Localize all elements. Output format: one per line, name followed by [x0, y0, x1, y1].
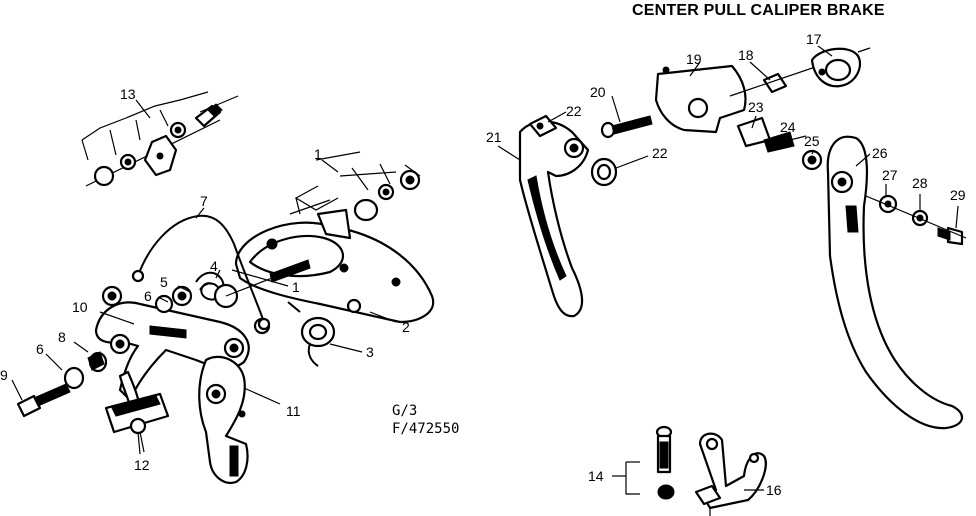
- part-7-straddle-wire: [131, 214, 271, 331]
- drawing-code-f: F/472550: [392, 421, 460, 437]
- callout-2: 2: [402, 319, 410, 335]
- callout-25: 25: [804, 133, 820, 149]
- callout-7: 7: [200, 193, 208, 209]
- part-14-bolt-nut: [625, 425, 675, 500]
- callout-6: 6: [144, 288, 152, 304]
- callout-28: 28: [912, 175, 928, 191]
- callout-18: 18: [738, 47, 754, 63]
- callout-22: 22: [652, 145, 668, 161]
- callout-29: 29: [950, 187, 966, 203]
- callout-5: 5: [160, 274, 168, 290]
- callout-12: 12: [134, 457, 150, 473]
- part-23-24-adjuster: [736, 116, 807, 153]
- drawing-code-g: G/3: [392, 403, 418, 419]
- callout-11: 11: [286, 403, 301, 419]
- callout-4: 4: [210, 258, 218, 274]
- part-16-cable-hanger: [694, 432, 767, 516]
- brake-bridge: [234, 208, 435, 324]
- part-20-bolt: [600, 115, 653, 139]
- part-12-brake-shoe: [104, 392, 170, 455]
- callout-14: 14: [588, 468, 604, 484]
- part-25-26-27-hardware: [865, 194, 967, 246]
- callout-22: 22: [566, 103, 582, 119]
- part-9-fixing-bolt: [16, 351, 108, 418]
- callout-24: 24: [780, 119, 796, 135]
- callout-13: 13: [120, 86, 136, 102]
- callout-21: 21: [486, 129, 502, 145]
- callout-19: 19: [686, 51, 702, 67]
- callout-23: 23: [748, 99, 764, 115]
- callout-1: 1: [292, 279, 300, 295]
- part-1-fixing-nuts: [289, 151, 421, 222]
- callout-20: 20: [590, 84, 606, 100]
- callout-27: 27: [882, 167, 898, 183]
- part-13-mount-hardware: [81, 91, 239, 187]
- callout-8: 8: [58, 329, 66, 345]
- callout-1: 1: [314, 146, 322, 162]
- part-17-18-clamp: [729, 47, 871, 97]
- callout-26: 26: [872, 145, 888, 161]
- callout-3: 3: [366, 344, 374, 360]
- part-21-lever-assembly: [518, 114, 590, 318]
- part-3-return-spring: [287, 301, 336, 367]
- callout-9: 9: [0, 367, 8, 383]
- pivot-hardware: [101, 259, 311, 335]
- callout-17: 17: [806, 31, 822, 47]
- callout-leaders: [11, 45, 959, 491]
- part-28-washer: [801, 149, 823, 171]
- part-11-caliper-arm: [198, 355, 249, 484]
- part-29-long-lever: [826, 135, 963, 430]
- callout-6: 6: [36, 341, 44, 357]
- callout-numbers: 1123456678910111213141617181920212222232…: [0, 31, 966, 498]
- callout-10: 10: [72, 299, 88, 315]
- callout-16: 16: [766, 482, 782, 498]
- part-19-lever-bracket: [654, 64, 747, 134]
- diagram-title: CENTER PULL CALIPER BRAKE: [632, 2, 885, 19]
- part-22-clamp-nut: [590, 157, 618, 187]
